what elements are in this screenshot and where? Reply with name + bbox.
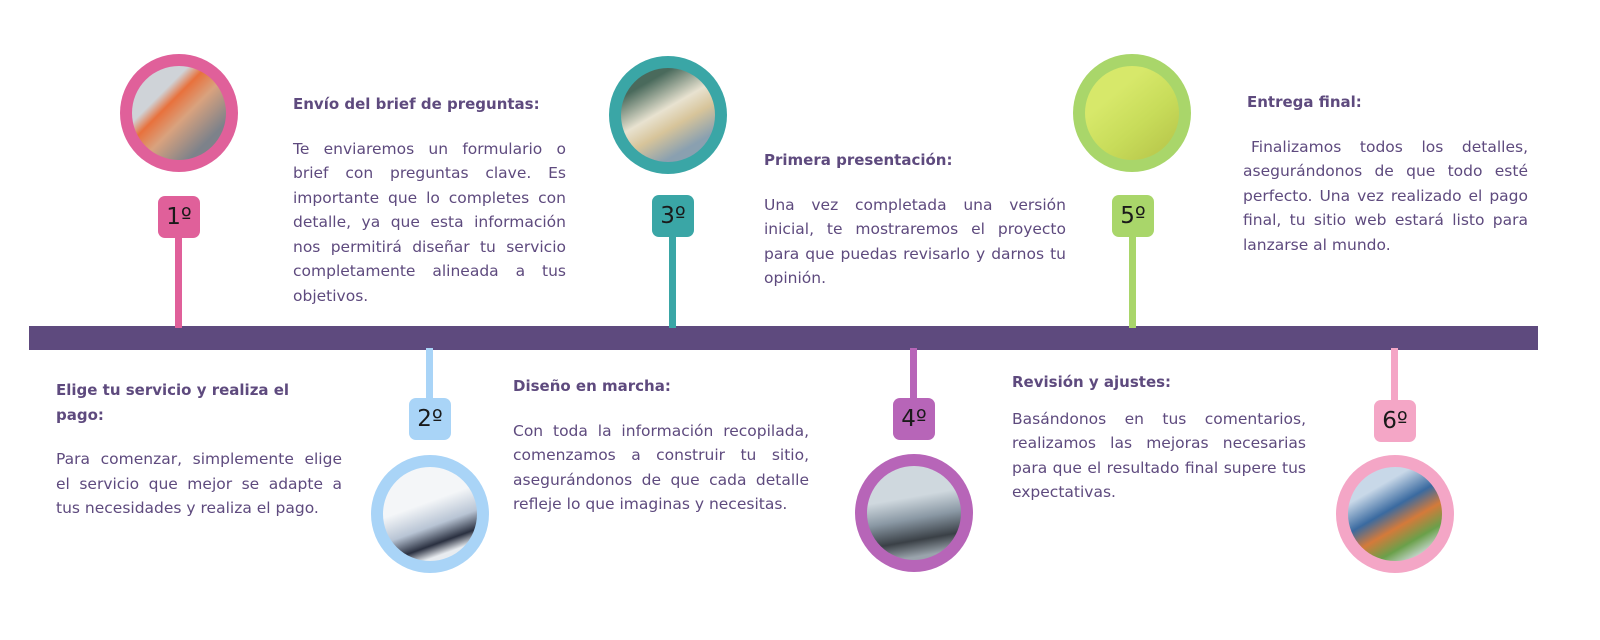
step-6-stem [1391,348,1398,402]
step-1-stem [175,236,182,328]
step-5-stem [1129,235,1136,328]
step-3-stem [669,235,676,328]
step-5-title: Revisión y ajustes: [1012,373,1172,391]
step-2-title: Envío del brief de preguntas: [293,95,540,113]
step-3-body: Con toda la información recopilada, come… [513,421,809,514]
step-4-title: Primera presentación: [764,151,953,169]
step-4-text: Primera presentación: Una vez completada… [764,148,1066,291]
step-4-image [855,454,973,572]
step-6-title: Entrega final: [1247,93,1362,111]
step-1-text: Elige tu servicio y realiza el pago: Par… [56,378,342,521]
step-3-title: Diseño en marcha: [513,377,671,395]
step-1-title: Elige tu servicio y realiza el pago: [56,381,290,424]
step-6-image [1336,455,1454,573]
step-6-body: Finalizamos todos los detalles, asegurán… [1243,137,1528,254]
step-6-text: Entrega final: Finalizamos todos los det… [1243,90,1528,257]
step-6-badge: 6º [1374,400,1416,442]
step-5-body: Basándonos en tus comentarios, realizamo… [1012,409,1306,502]
step-3-text: Diseño en marcha: Con toda la informació… [513,374,809,517]
step-1-body: Para comenzar, simplemente elige el serv… [56,450,342,517]
step-2-text: Envío del brief de preguntas: Te enviare… [293,92,566,308]
step-4-badge: 4º [893,398,935,440]
step-5-badge: 5º [1112,195,1154,237]
step-3-badge: 3º [652,195,694,237]
step-5-image [1073,54,1191,172]
step-1-image [120,54,238,172]
step-1-badge: 1º [158,196,200,238]
step-5-text: Revisión y ajustes: Basándonos en tus co… [1012,370,1306,505]
step-2-stem [426,348,433,400]
step-2-badge: 2º [409,398,451,440]
step-3-image [609,56,727,174]
step-4-stem [910,348,917,400]
timeline-bar [29,326,1538,350]
step-2-body: Te enviaremos un formulario o brief con … [293,139,566,305]
step-4-body: Una vez completada una versión inicial, … [764,195,1066,288]
step-2-image [371,455,489,573]
